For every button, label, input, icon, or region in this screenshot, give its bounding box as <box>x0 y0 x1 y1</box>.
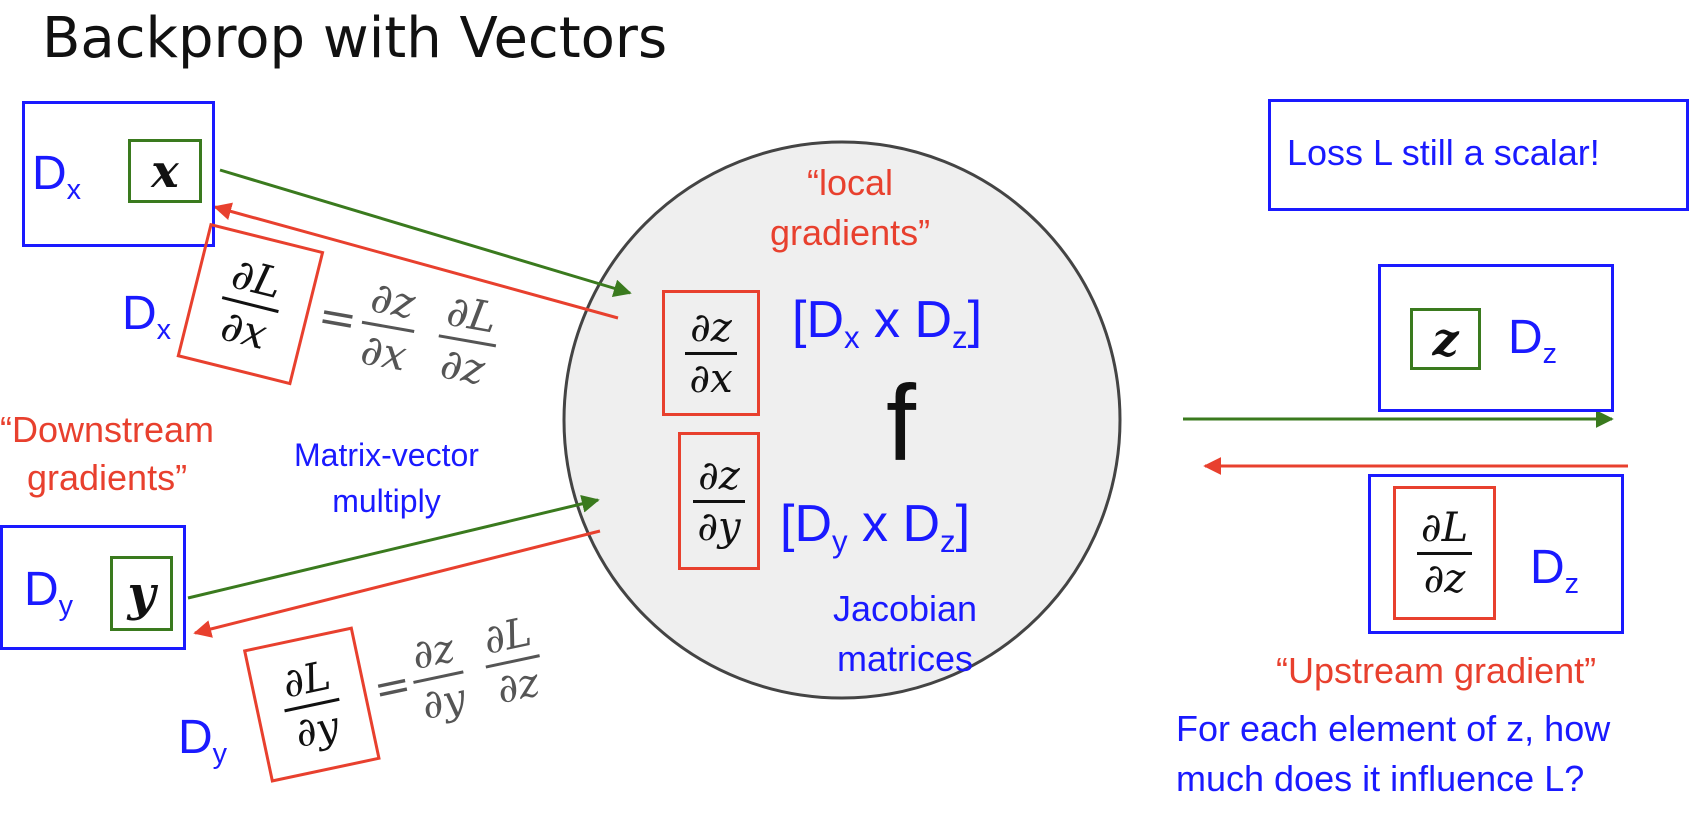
dim-x-label-grad: Dx <box>122 287 172 347</box>
output-z-box <box>1378 264 1614 412</box>
var-z: z <box>1410 308 1481 370</box>
jacobian-matrices-label: Jacobian matrices <box>832 588 978 679</box>
arrow-y-to-f <box>187 495 600 600</box>
function-node-circle <box>562 140 1122 700</box>
dzdx-jacobian-box: ∂z ∂x <box>662 290 760 416</box>
arrow-grad-f-to-y <box>193 529 601 638</box>
var-x: x <box>128 139 202 203</box>
jacobian-dim-x: [Dx x Dz] <box>792 291 983 355</box>
dLdz-factor-x: ∂L ∂z <box>436 285 501 395</box>
input-y-box <box>0 525 186 650</box>
loss-scalar-box <box>1268 99 1689 211</box>
equals-sign-x: = <box>314 287 362 348</box>
input-x-box <box>22 101 215 247</box>
arrow-x-to-f <box>219 168 632 297</box>
matrix-vector-label: Matrix-vector multiply <box>294 437 479 519</box>
dzdx-factor: ∂z ∂x <box>357 272 419 381</box>
function-label: f <box>886 362 917 483</box>
slide-title: Backprop with Vectors <box>42 6 668 71</box>
dLdz-factor-y: ∂L ∂z <box>479 608 544 714</box>
arrow-grad-f-to-x <box>213 202 619 320</box>
dLdz-box: ∂L ∂z <box>1393 486 1496 620</box>
var-y: y <box>110 556 173 631</box>
influence-question: For each element of z, how much does it … <box>1176 708 1611 799</box>
dzdy-jacobian-box: ∂z ∂y <box>678 432 760 570</box>
upstream-gradient-label: “Upstream gradient” <box>1276 650 1597 691</box>
dzdy-factor: ∂z ∂y <box>408 625 470 730</box>
downstream-gradients-label: “Downstream gradients” <box>0 409 215 498</box>
dim-z-label-top: Dz <box>1508 311 1558 371</box>
jacobian-dim-y: [Dy x Dz] <box>780 495 971 559</box>
equals-sign-y: = <box>369 658 416 716</box>
upstream-grad-box <box>1368 474 1624 634</box>
loss-scalar-text: Loss L still a scalar! <box>1287 132 1600 173</box>
dim-y-label-grad: Dy <box>178 711 228 771</box>
local-gradients-label: “local gradients” <box>770 162 931 253</box>
dim-y-label-top: Dy <box>24 563 74 623</box>
dim-z-label-grad: Dz <box>1530 541 1580 601</box>
dim-x-label-top: Dx <box>32 147 82 207</box>
